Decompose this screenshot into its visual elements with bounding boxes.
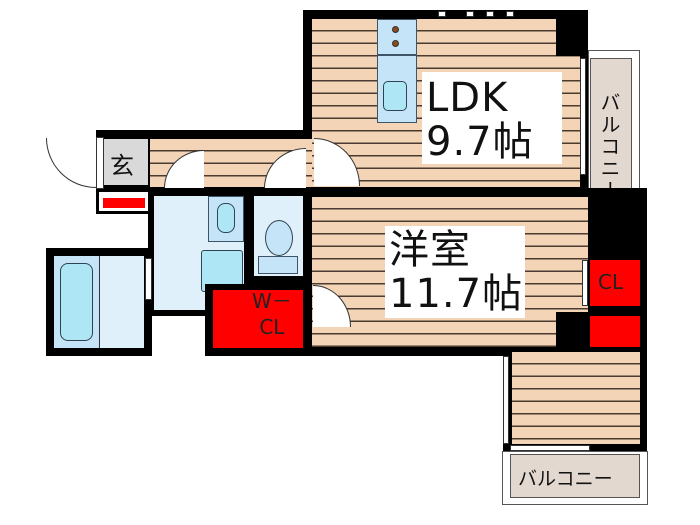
shoe-storage [103,198,145,208]
balcony-right-label: バルコニー [597,92,621,202]
bathroom-door[interactable] [145,258,152,300]
toilet-bowl-icon [265,220,293,256]
ldk-name: LDK [426,75,509,121]
storage-lower [590,316,640,348]
western-size: 11.7帖 [389,271,524,317]
burner-icon [392,40,399,47]
lower-window-left [503,356,509,444]
ldk-window-right [580,58,586,175]
toilet-tank [258,256,298,274]
wic-label: W－ CL [252,288,292,340]
lower-window-bottom [510,445,590,451]
walk-in-closet [213,290,305,348]
balcony-bottom-label: バルコニー [518,468,613,490]
burner-icon [392,26,399,33]
entrance-label: 玄 [110,152,134,180]
western-label: 洋室 11.7帖 [385,226,525,318]
window-top-4 [506,11,514,17]
window-top-1 [438,11,446,17]
entrance-wall-lower [96,190,152,214]
ldk-label: LDK 9.7帖 [422,72,562,164]
washbasin-bowl-icon [217,203,235,233]
ldk-size: 9.7帖 [426,119,534,165]
closet-label: CL [598,270,624,294]
lower-floor [512,352,640,444]
ldk-pillar [556,10,588,56]
balcony-bottom [510,454,640,498]
window-top-2 [466,11,474,17]
entrance-floor [104,139,148,185]
entrance-door[interactable] [46,138,96,188]
closet [590,260,640,306]
wic-label-line2: CL [259,315,285,339]
kitchen-stove [377,19,417,55]
western-name: 洋室 [389,227,471,273]
kitchen-sink-icon [383,81,407,111]
entrance-door-jamb [96,137,104,189]
wic-label-line1: W－ [252,289,292,313]
window-top-3 [486,11,494,17]
bathtub-icon [60,263,93,341]
closet-door[interactable] [582,260,588,306]
